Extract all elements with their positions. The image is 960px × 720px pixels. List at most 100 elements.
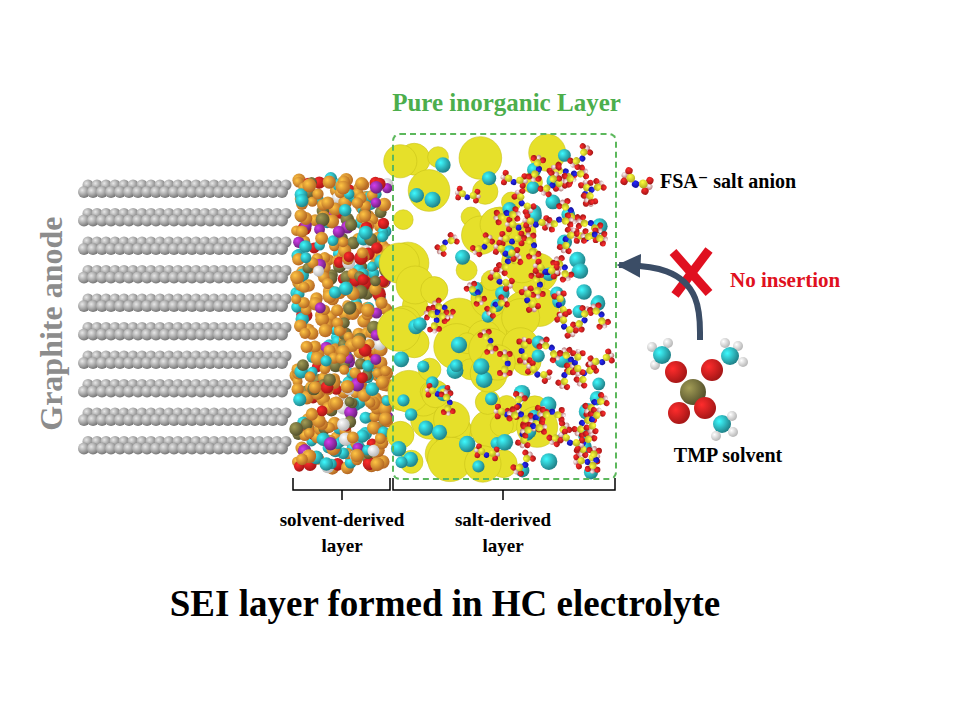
fsa-anion	[491, 239, 523, 264]
lithium-ion	[576, 284, 591, 299]
fsa-anion	[485, 265, 517, 294]
atom	[560, 377, 570, 387]
fsa-anion	[514, 419, 536, 450]
atom	[492, 271, 502, 281]
inorganic-blob	[459, 137, 502, 180]
sei-atom	[307, 382, 320, 395]
atom	[521, 353, 528, 360]
atom	[516, 176, 524, 184]
atom	[574, 319, 584, 329]
lithium-ion	[395, 456, 407, 468]
sei-atom	[357, 248, 367, 258]
sei-atom	[296, 226, 308, 238]
lithium-ion	[485, 392, 498, 405]
lithium-ion	[472, 460, 484, 472]
fsa-anion	[579, 176, 609, 207]
lithium-ion	[459, 436, 476, 453]
sei-atom	[343, 302, 356, 315]
atom	[522, 201, 532, 211]
carbon-atom	[276, 215, 288, 227]
carbon-atom	[276, 272, 288, 284]
lithium-ion	[417, 360, 429, 372]
atom	[535, 424, 544, 433]
sei-atom	[367, 445, 379, 457]
atom	[529, 364, 539, 374]
atom	[590, 223, 600, 233]
atom	[522, 453, 532, 463]
sei-atom	[359, 210, 372, 223]
atom	[534, 287, 542, 295]
fsa-anion	[585, 300, 612, 332]
lithium-ion	[432, 425, 447, 440]
fsa-anion	[565, 141, 595, 172]
sei-atom	[302, 178, 316, 192]
sei-atom	[300, 252, 311, 263]
inorganic-blob	[502, 243, 542, 283]
fsa-anion	[544, 211, 575, 233]
atom	[590, 450, 598, 458]
sei-atom	[339, 282, 353, 296]
sei-atom	[339, 204, 351, 216]
lithium-ion	[424, 192, 440, 208]
atom	[541, 341, 551, 351]
salt-derived-layer	[377, 134, 617, 482]
sei-atom	[347, 432, 359, 444]
fsa-anion	[550, 289, 573, 320]
atom	[591, 306, 601, 316]
fsa-anion	[492, 205, 522, 226]
sei-atom	[377, 231, 388, 242]
atom	[571, 156, 581, 166]
atom	[547, 266, 556, 275]
atom	[539, 370, 549, 380]
carbon-atom	[276, 243, 288, 255]
sei-atom	[305, 371, 316, 382]
atom	[524, 426, 533, 435]
atom	[592, 182, 602, 192]
sei-atom	[330, 396, 344, 410]
sei-atom	[304, 428, 315, 439]
atom	[591, 357, 600, 366]
atom	[556, 294, 565, 303]
fsa-anion	[523, 359, 555, 386]
sei-atom	[333, 226, 345, 238]
atom	[527, 217, 535, 225]
sei-atom	[352, 335, 366, 349]
sei-atom	[294, 209, 307, 222]
sei-atom	[297, 359, 309, 371]
atom	[579, 147, 589, 157]
sei-atom	[380, 365, 391, 376]
fsa-anion	[516, 337, 532, 365]
carbon-atom	[276, 357, 288, 369]
sei-atom	[291, 294, 301, 304]
sei-atom	[320, 457, 334, 471]
atom	[554, 411, 561, 418]
fsa-anion	[572, 227, 600, 244]
atom	[574, 365, 581, 372]
lithium-ion	[527, 181, 540, 194]
fsa-anion	[554, 196, 582, 228]
lithium-ion	[405, 408, 418, 421]
inorganic-blob	[490, 413, 513, 436]
sei-atom	[315, 232, 328, 245]
sei-atom	[331, 304, 343, 316]
sei-atom	[324, 437, 337, 450]
sei-atom	[309, 381, 321, 393]
fsa-anion	[517, 283, 542, 315]
fsa-anion	[499, 169, 529, 189]
lithium-ion	[540, 453, 557, 470]
sei-atom	[359, 226, 373, 240]
sei-atom	[375, 433, 386, 444]
inorganic-blob	[517, 406, 558, 447]
sei-atom	[299, 240, 312, 253]
atom	[508, 210, 516, 218]
lithium-ion	[413, 317, 427, 331]
sei-atom	[306, 408, 318, 420]
sei-atom	[371, 197, 381, 207]
lithium-ion	[592, 378, 605, 391]
lithium-ion	[435, 157, 451, 173]
inorganic-blob	[475, 390, 500, 415]
fsa-anion	[556, 345, 580, 376]
atom	[514, 235, 521, 242]
sei-atom	[338, 237, 348, 247]
sei-atom	[315, 302, 326, 313]
